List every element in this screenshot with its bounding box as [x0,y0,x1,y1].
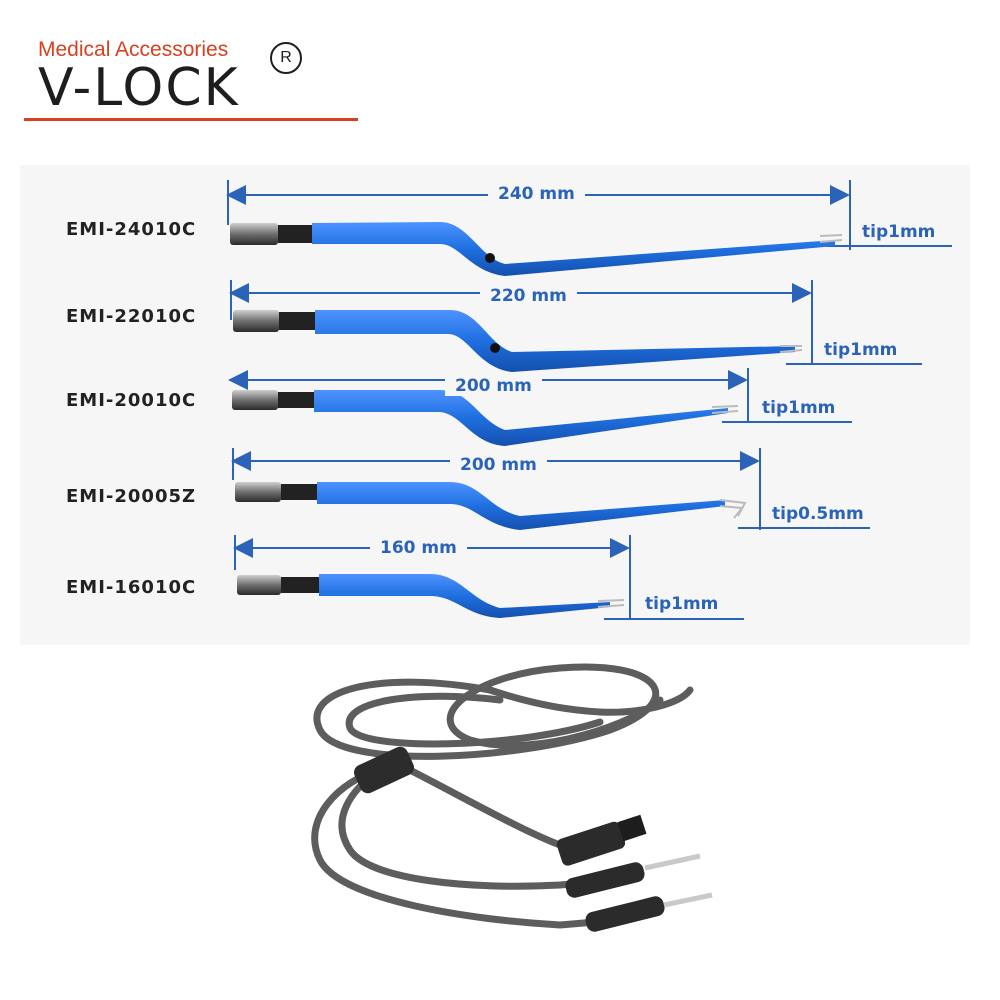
banana-plug-2 [585,892,713,932]
cable-splitter [354,746,414,794]
model-label: EMI-20010C [66,390,197,411]
tip-label: tip1mm [862,222,936,242]
forceps-emi-16010c [233,535,744,620]
brand-underline [24,118,358,121]
tip-label: tip0.5mm [772,504,864,524]
tip-label: tip1mm [762,398,836,418]
bipolar-cable [311,663,694,929]
length-label: 200 mm [450,455,547,475]
model-label: EMI-20005Z [66,486,197,507]
length-label: 220 mm [480,286,577,306]
forceps-emi-20005z [231,448,870,530]
tip-label: tip1mm [824,340,898,360]
forceps-connector-plug [556,814,647,866]
model-label: EMI-24010C [66,219,197,240]
brand-name: V-LOCK [38,58,240,118]
length-label: 240 mm [488,184,585,204]
connector-plug [230,223,278,245]
brand-logo: Medical Accessories V-LOCK R [24,34,364,126]
length-label: 160 mm [370,538,467,558]
tip-label: tip1mm [645,594,719,614]
forceps-emi-24010c [226,180,952,276]
brand-tagline: Medical Accessories [38,38,229,61]
model-label: EMI-22010C [66,306,197,327]
forceps-body [312,222,835,276]
length-label: 200 mm [445,376,542,396]
registered-mark-icon: R [270,42,302,74]
model-label: EMI-16010C [66,577,197,598]
banana-plug-1 [565,853,701,898]
